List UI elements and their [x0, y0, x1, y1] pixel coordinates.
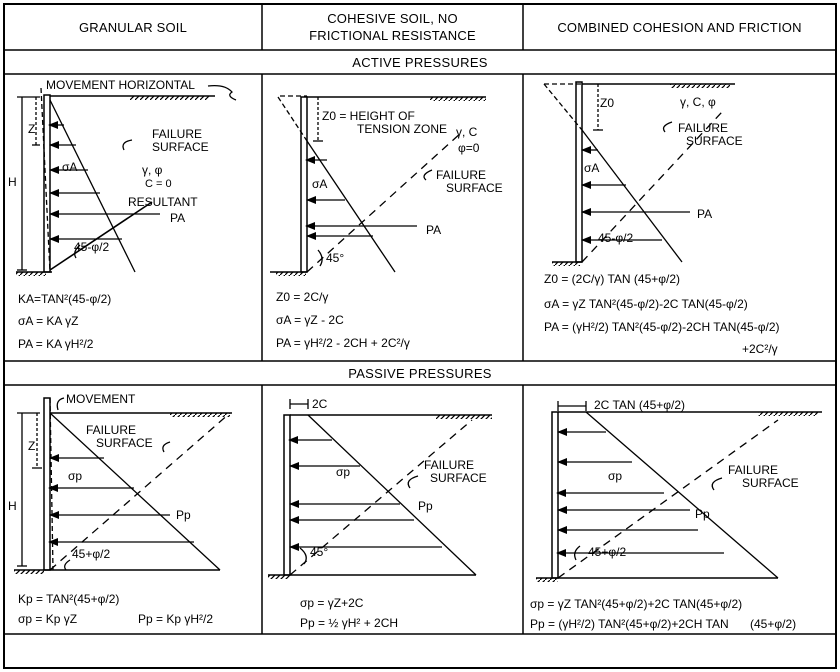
section-active: ACTIVE PRESSURES	[352, 55, 488, 70]
passive-granular-force: Pp	[176, 508, 191, 522]
active-combined-eq2: σA = γZ TAN²(45-φ/2)-2C TAN(45-φ/2)	[544, 297, 748, 311]
active-combined-failure-l2: SURFACE	[686, 134, 743, 148]
active-granular-gamma-phi: γ, φ	[142, 163, 163, 177]
passive-combined-width: 2C TAN (45+φ/2)	[594, 398, 686, 412]
active-combined-diagram	[543, 81, 735, 266]
active-combined-eq4: +2C²/γ	[742, 342, 778, 356]
active-cohesive-eq1: Z0 = 2C/γ	[276, 290, 329, 304]
active-combined-failure-l1: FAILURE	[678, 121, 729, 135]
passive-granular-eq3: Pp = Kp γH²/2	[138, 612, 214, 626]
passive-cohesive-diagram	[268, 399, 492, 579]
section-passive: PASSIVE PRESSURES	[348, 366, 492, 381]
active-granular-h: H	[8, 175, 17, 189]
passive-combined-eq2: Pp = (γH²/2) TAN²(45+φ/2)+2CH TAN	[530, 617, 729, 631]
passive-cohesive-sigma: σp	[336, 465, 351, 479]
passive-cohesive-angle: 45°	[310, 545, 329, 559]
active-cohesive-eq2: σA = γZ - 2C	[276, 313, 344, 327]
passive-cohesive-failure-l2: SURFACE	[430, 471, 487, 485]
header-granular: GRANULAR SOIL	[78, 20, 188, 35]
passive-combined-force: Pp	[695, 507, 710, 521]
passive-granular-eq1: Kp = TAN²(45+φ/2)	[18, 592, 120, 606]
passive-cohesive-width: 2C	[312, 397, 328, 411]
passive-combined-eq1: σp = γZ TAN²(45+φ/2)+2C TAN(45+φ/2)	[530, 597, 743, 611]
active-cohesive-failure-l1: FAILURE	[436, 168, 487, 182]
passive-cohesive-eq2: Pp = ½ γH² + 2CH	[300, 616, 399, 630]
active-granular-resultant: RESULTANT	[128, 195, 198, 209]
active-combined-angle: 45-φ/2	[598, 231, 634, 245]
active-cohesive-z0-l2: TENSION ZONE	[357, 122, 448, 136]
passive-cohesive-failure-l1: FAILURE	[424, 458, 475, 472]
passive-granular-h: H	[8, 499, 17, 513]
active-granular-sigma: σA	[62, 160, 78, 174]
passive-combined-diagram	[536, 401, 822, 582]
active-cohesive-diagram	[270, 95, 486, 276]
passive-granular-failure-l1: FAILURE	[86, 423, 137, 437]
active-granular-diagram	[16, 84, 237, 276]
active-combined-sigma: σA	[584, 161, 600, 175]
active-granular-z: Z	[28, 122, 36, 136]
passive-cohesive-eq1: σp = γZ+2C	[300, 596, 364, 610]
active-cohesive-force: PA	[426, 223, 442, 237]
active-granular-eq3: PA = KA γH²/2	[18, 337, 94, 351]
active-combined-eq3: PA = (γH²/2) TAN²(45-φ/2)-2CH TAN(45-φ/2…	[544, 320, 780, 334]
active-cohesive-failure-l2: SURFACE	[446, 181, 503, 195]
passive-combined-failure-l1: FAILURE	[728, 463, 779, 477]
passive-combined-failure-l2: SURFACE	[742, 476, 799, 490]
active-granular-c0: C = 0	[145, 178, 172, 190]
active-cohesive-sigma: σA	[312, 177, 328, 191]
active-combined-z0: Z0	[600, 96, 615, 110]
active-granular-movement: MOVEMENT HORIZONTAL	[46, 78, 195, 92]
active-cohesive-z0-l1: Z0 = HEIGHT OF	[322, 109, 415, 123]
passive-combined-angle: 45+φ/2	[588, 545, 627, 559]
active-granular-failure-l1: FAILURE	[152, 127, 203, 141]
active-granular-failure-l2: SURFACE	[152, 140, 209, 154]
passive-granular-sigma: σp	[68, 469, 83, 483]
table-grid	[3, 3, 837, 669]
passive-combined-eq3: (45+φ/2)	[750, 617, 797, 631]
active-combined-force: PA	[697, 207, 713, 221]
active-cohesive-angle: 45°	[326, 251, 345, 265]
active-cohesive-phi0: φ=0	[458, 141, 480, 155]
header-cohesive-line2: FRICTIONAL RESISTANCE	[309, 28, 476, 43]
passive-granular-diagram	[14, 397, 232, 574]
passive-granular-failure-l2: SURFACE	[96, 436, 153, 450]
active-granular-force: PA	[170, 211, 186, 225]
header-cohesive-line1: COHESIVE SOIL, NO	[327, 11, 458, 26]
active-granular-eq2: σA = KA γZ	[18, 314, 79, 328]
passive-cohesive-force: Pp	[418, 499, 433, 513]
passive-granular-angle: 45+φ/2	[72, 547, 111, 561]
active-cohesive-gamma-c: γ, C	[456, 125, 478, 139]
passive-granular-eq2: σp = Kp γZ	[18, 612, 78, 626]
passive-granular-z: Z	[28, 439, 36, 453]
passive-granular-movement: MOVEMENT	[66, 392, 136, 406]
active-granular-angle: 45-φ/2	[74, 240, 110, 254]
passive-combined-sigma: σp	[608, 469, 623, 483]
active-granular-eq1: KA=TAN²(45-φ/2)	[18, 292, 112, 306]
active-combined-eq1: Z0 = (2C/γ) TAN (45+φ/2)	[544, 272, 681, 286]
active-combined-gamma-c-phi: γ, C, φ	[680, 95, 716, 109]
header-combined: COMBINED COHESION AND FRICTION	[557, 20, 802, 35]
active-cohesive-eq3: PA = γH²/2 - 2CH + 2C²/γ	[276, 336, 410, 350]
